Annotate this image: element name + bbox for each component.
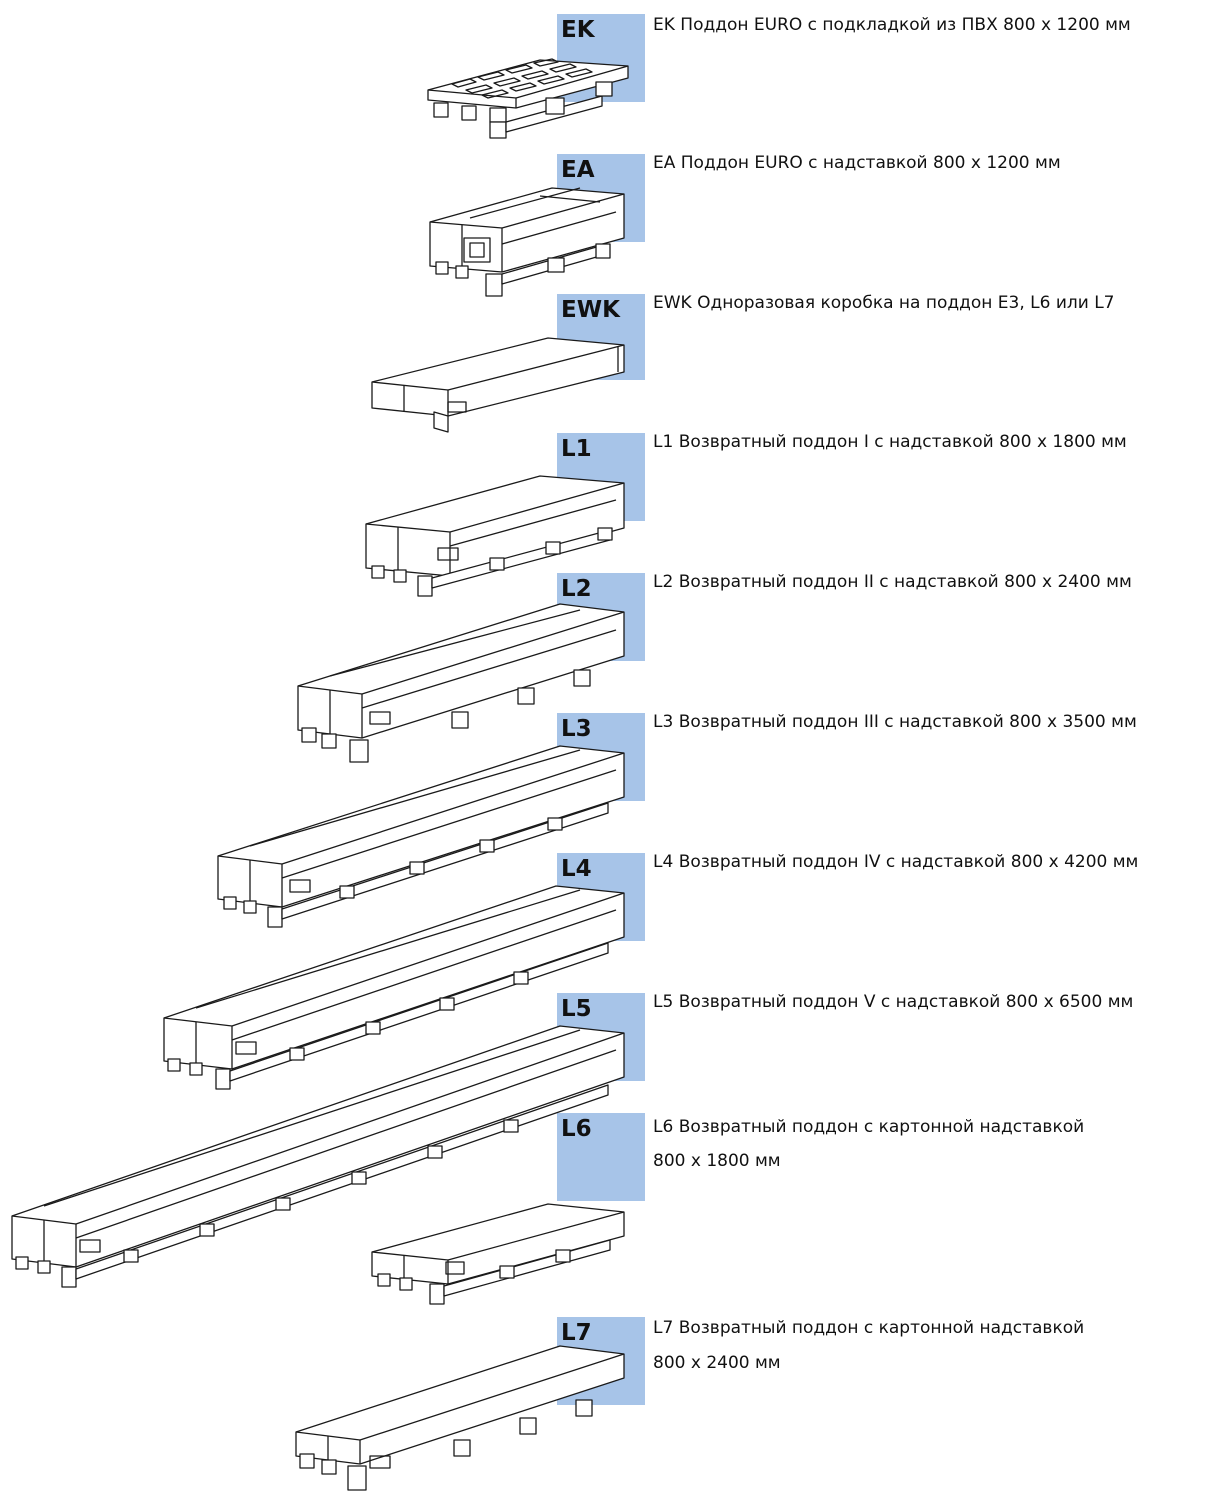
code-l4: L4: [561, 856, 592, 882]
pallet-l2-drawing: [297, 603, 625, 763]
pallet-l1-drawing: [365, 475, 625, 597]
code-l7: L7: [561, 1320, 592, 1346]
desc-l5: L5 Возвратный поддон V с надставкой 800 …: [653, 992, 1134, 1012]
pallet-ea-drawing: [429, 187, 625, 297]
desc-l4: L4 Возвратный поддон IV с надставкой 800…: [653, 852, 1139, 872]
code-ewk: EWK: [561, 297, 620, 323]
desc-l7: L7 Возвратный поддон с картонной надстав…: [653, 1318, 1085, 1338]
code-l1: L1: [561, 436, 592, 462]
desc-l6: L6 Возвратный поддон с картонной надстав…: [653, 1117, 1085, 1137]
pallet-l7-drawing: [295, 1345, 625, 1491]
code-l5: L5: [561, 996, 592, 1022]
desc-l7-size: 800 x 2400 мм: [653, 1353, 781, 1373]
desc-ek: EK Поддон EURO с подкладкой из ПВХ 800 x…: [653, 15, 1131, 35]
code-l6: L6: [561, 1116, 592, 1142]
tab-l6: [557, 1113, 645, 1201]
code-ek: EK: [561, 17, 595, 43]
desc-l6-size: 800 x 1800 мм: [653, 1151, 781, 1171]
code-l3: L3: [561, 716, 592, 742]
pallet-l6-drawing: [371, 1203, 625, 1305]
desc-l1: L1 Возвратный поддон I с надставкой 800 …: [653, 432, 1127, 452]
pallet-ek-drawing: [427, 58, 629, 139]
desc-l3: L3 Возвратный поддон III с надставкой 80…: [653, 712, 1137, 732]
code-l2: L2: [561, 576, 592, 602]
desc-ewk: EWK Одноразовая коробка на поддон E3, L6…: [653, 293, 1115, 313]
pallet-l5-drawing: [11, 1025, 625, 1288]
pallet-l3-drawing: [217, 745, 625, 928]
pallet-ewk-drawing: [371, 337, 625, 433]
code-ea: EA: [561, 157, 595, 183]
pallet-l4-drawing: [163, 885, 625, 1090]
desc-ea: EA Поддон EURO с надставкой 800 x 1200 м…: [653, 153, 1061, 173]
desc-l2: L2 Возвратный поддон II с надставкой 800…: [653, 572, 1132, 592]
